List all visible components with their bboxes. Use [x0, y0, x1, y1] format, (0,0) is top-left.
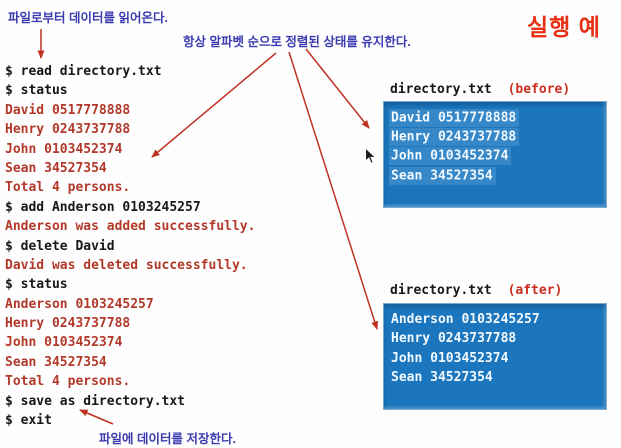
file-line: John 0103452374	[389, 147, 606, 166]
file-line: Sean 34527354	[391, 370, 493, 386]
file-name-after: directory.txt	[390, 283, 492, 298]
terminal-line: $ save as directory.txt	[5, 393, 186, 409]
file-tag-before: (before)	[507, 82, 571, 97]
terminal-line: $ read directory.txt	[5, 64, 162, 79]
file-name-before: directory.txt	[390, 82, 492, 97]
terminal-line: Anderson was added successfully.	[5, 219, 256, 235]
file-line: David 0517778888	[389, 108, 606, 127]
file-line: John 0103452374	[391, 350, 509, 366]
terminal-line: Sean 34527354	[5, 160, 107, 176]
file-line: Sean 34527354	[389, 166, 606, 185]
mouse-cursor-icon	[364, 147, 377, 165]
annotation-save-to-file: 파일에 데이터를 저장한다.	[99, 432, 236, 446]
annotation-read-from-file: 파일로부터 데이터를 읽어온다.	[8, 11, 168, 25]
terminal-line: John 0103452374	[5, 141, 123, 157]
page-title: 실행 예	[527, 14, 601, 40]
file-tag-after: (after)	[507, 283, 563, 298]
file-label-after: directory.txt (after)	[390, 283, 562, 298]
file-line: Henry 0243737788	[391, 331, 517, 347]
file-label-before: directory.txt (before)	[390, 82, 570, 97]
terminal-line: John 0103452374	[5, 335, 123, 351]
terminal-line: $ status	[5, 277, 68, 293]
terminal-line: $ add Anderson 0103245257	[5, 199, 201, 215]
terminal-line: $ exit	[5, 413, 52, 429]
arrow-to-before-box-icon	[305, 48, 370, 129]
terminal-line: Total 4 persons.	[5, 180, 131, 196]
terminal-line: Henry 0243737788	[5, 316, 131, 332]
terminal-line: Sean 34527354	[5, 354, 107, 370]
terminal-line: Henry 0243737788	[5, 122, 131, 138]
arrow-to-after-box-icon	[288, 51, 379, 330]
file-line: Anderson 0103245257	[391, 312, 540, 327]
terminal-line: David was deleted successfully.	[5, 257, 248, 273]
terminal-line: Total 4 persons.	[5, 374, 131, 390]
terminal-line: $ status	[5, 83, 68, 99]
terminal-line: David 0517778888	[5, 102, 131, 118]
file-line: Henry 0243737788	[389, 127, 606, 146]
terminal-line: Anderson 0103245257	[5, 296, 154, 312]
annotation-keep-sorted: 항상 알파벳 순으로 정렬된 상태를 유지한다.	[183, 35, 411, 49]
terminal-line: $ delete David	[5, 238, 115, 254]
